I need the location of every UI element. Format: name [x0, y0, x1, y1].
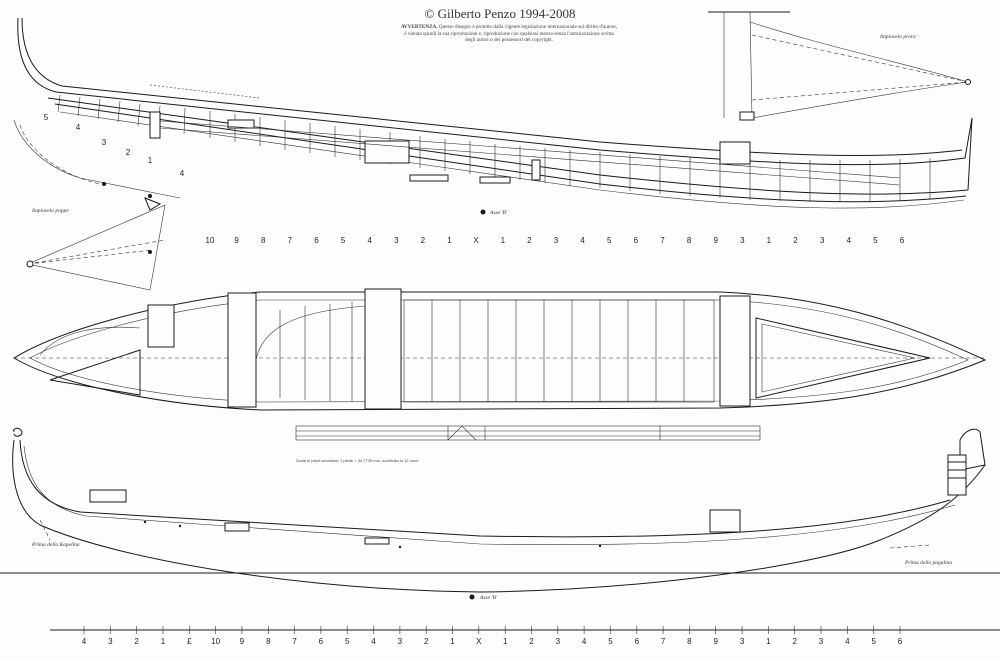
middle-station-number-22: 2	[793, 236, 798, 245]
axis-mark-top-label: Asse 'B'	[489, 210, 508, 216]
stern-section-label: Impiavelo poppe	[31, 208, 69, 214]
scale-note: Scala in piedi veneziani: 1 piede = 34,7…	[296, 458, 419, 463]
middle-station-number-8: 2	[421, 236, 426, 245]
bottom-station-number-3: 1	[161, 637, 166, 646]
middle-station-number-23: 3	[820, 236, 825, 245]
bottom-station-number-29: 4	[845, 637, 850, 646]
bow-section-label: Impiavelo prora	[879, 34, 916, 40]
middle-station-number-11: 1	[501, 236, 506, 245]
frame-number: 5	[44, 113, 49, 122]
bottom-station-number-26: 1	[766, 637, 771, 646]
bottom-station-number-4: £	[187, 637, 192, 646]
bottom-station-number-8: 7	[292, 637, 297, 646]
bottom-station-number-20: 5	[608, 637, 613, 646]
notice-body: Questo disegno è protetto dalla vigente …	[404, 24, 618, 44]
middle-station-number-7: 3	[394, 236, 399, 245]
bottom-station-ruler: 4 3 2 1 £10 9 8 7 6 5 4 3 2 1 X 1 2 3 4 5 6 7 8 9 3 1 2 3 4 5 6	[50, 626, 1000, 646]
bottom-station-number-18: 3	[556, 637, 561, 646]
middle-station-number-19: 9	[713, 236, 718, 245]
bottom-station-number-1: 3	[108, 637, 113, 646]
scale-bar: Scala in piedi veneziani: 1 piede = 34,7…	[295, 425, 761, 463]
middle-station-number-3: 7	[288, 236, 293, 245]
copyright-notice: AVVERTENZA. Questo disegno è protetto da…	[400, 24, 618, 44]
middle-station-number-12: 2	[527, 236, 532, 245]
frame-number: 3	[102, 138, 107, 147]
frame-number: 1	[148, 156, 153, 165]
side-profile-framing: Asse 'B' 5 4 3 2 1 4	[17, 17, 973, 216]
frame-number: 4	[180, 169, 185, 178]
bottom-station-number-10: 5	[345, 637, 350, 646]
bottom-station-number-23: 8	[687, 637, 692, 646]
bottom-station-number-2: 2	[134, 637, 139, 646]
bottom-station-number-27: 2	[792, 637, 797, 646]
bottom-station-numbers: 4 3 2 1 £10 9 8 7 6 5 4 3 2 1 X 1 2 3 4 5 6 7 8 9 3 1 2 3 4 5 6	[82, 637, 903, 646]
bottom-station-number-7: 8	[266, 637, 271, 646]
bottom-station-number-11: 4	[371, 637, 376, 646]
middle-station-number-6: 4	[367, 236, 372, 245]
middle-station-number-26: 6	[900, 236, 905, 245]
middle-station-number-21: 1	[767, 236, 772, 245]
middle-station-number-17: 7	[660, 236, 665, 245]
outboard-profile: Asse 'B' Prima della Kapelina Prima dell…	[0, 427, 1000, 601]
middle-station-number-4: 6	[314, 236, 319, 245]
bottom-station-number-21: 6	[635, 637, 640, 646]
middle-station-number-24: 4	[847, 236, 852, 245]
copyright-text: © Gilberto Penzo 1994-2008	[424, 6, 576, 21]
middle-station-number-16: 6	[634, 236, 639, 245]
bottom-station-number-6: 9	[240, 637, 245, 646]
middle-station-number-25: 5	[873, 236, 878, 245]
frame-number: 4	[76, 123, 81, 132]
bottom-station-number-24: 9	[713, 637, 718, 646]
bottom-station-number-22: 7	[661, 637, 666, 646]
middle-station-number-0: 10	[206, 236, 215, 245]
bottom-station-number-17: 2	[529, 637, 534, 646]
bottom-station-number-14: 1	[450, 637, 455, 646]
middle-station-number-13: 3	[554, 236, 559, 245]
bottom-station-number-31: 6	[898, 637, 903, 646]
middle-station-number-18: 8	[687, 236, 692, 245]
bottom-station-number-30: 5	[871, 637, 876, 646]
frame-number: 2	[126, 148, 131, 157]
axis-mark-bottom-label: Asse 'B'	[479, 595, 498, 601]
deck-plan-view	[13, 288, 987, 411]
bottom-station-number-12: 3	[398, 637, 403, 646]
bow-section-detail: Impiavelo prora	[708, 11, 971, 121]
bottom-station-number-5: 10	[211, 637, 220, 646]
bottom-station-number-19: 4	[582, 637, 587, 646]
bottom-station-number-15: X	[476, 637, 482, 646]
middle-station-number-10: X	[474, 236, 480, 245]
bottom-station-number-9: 6	[319, 637, 324, 646]
bottom-station-number-28: 3	[819, 637, 824, 646]
middle-station-number-14: 4	[580, 236, 585, 245]
middle-station-number-15: 5	[607, 236, 612, 245]
bottom-station-number-25: 3	[740, 637, 745, 646]
bottom-station-number-0: 4	[82, 637, 87, 646]
notice-heading: AVVERTENZA.	[400, 24, 438, 30]
stern-section-detail: Impiavelo poppe	[13, 119, 181, 291]
middle-station-number-5: 5	[341, 236, 346, 245]
bottom-station-number-13: 2	[424, 637, 429, 646]
middle-station-number-1: 9	[234, 236, 239, 245]
middle-station-number-9: 1	[447, 236, 452, 245]
prow-left-label: Prima della Kapelina	[31, 542, 80, 548]
middle-station-number-20: 3	[740, 236, 745, 245]
middle-station-numbers: 10 9 8 7 6 5 4 3 2 1 X 1 2 3 4 5 6 7 8 9 3 1 2 3 4 5 6	[206, 236, 905, 245]
middle-station-number-2: 8	[261, 236, 266, 245]
bottom-station-number-16: 1	[503, 637, 508, 646]
prow-right-label: Prima della pagalina	[904, 560, 952, 566]
